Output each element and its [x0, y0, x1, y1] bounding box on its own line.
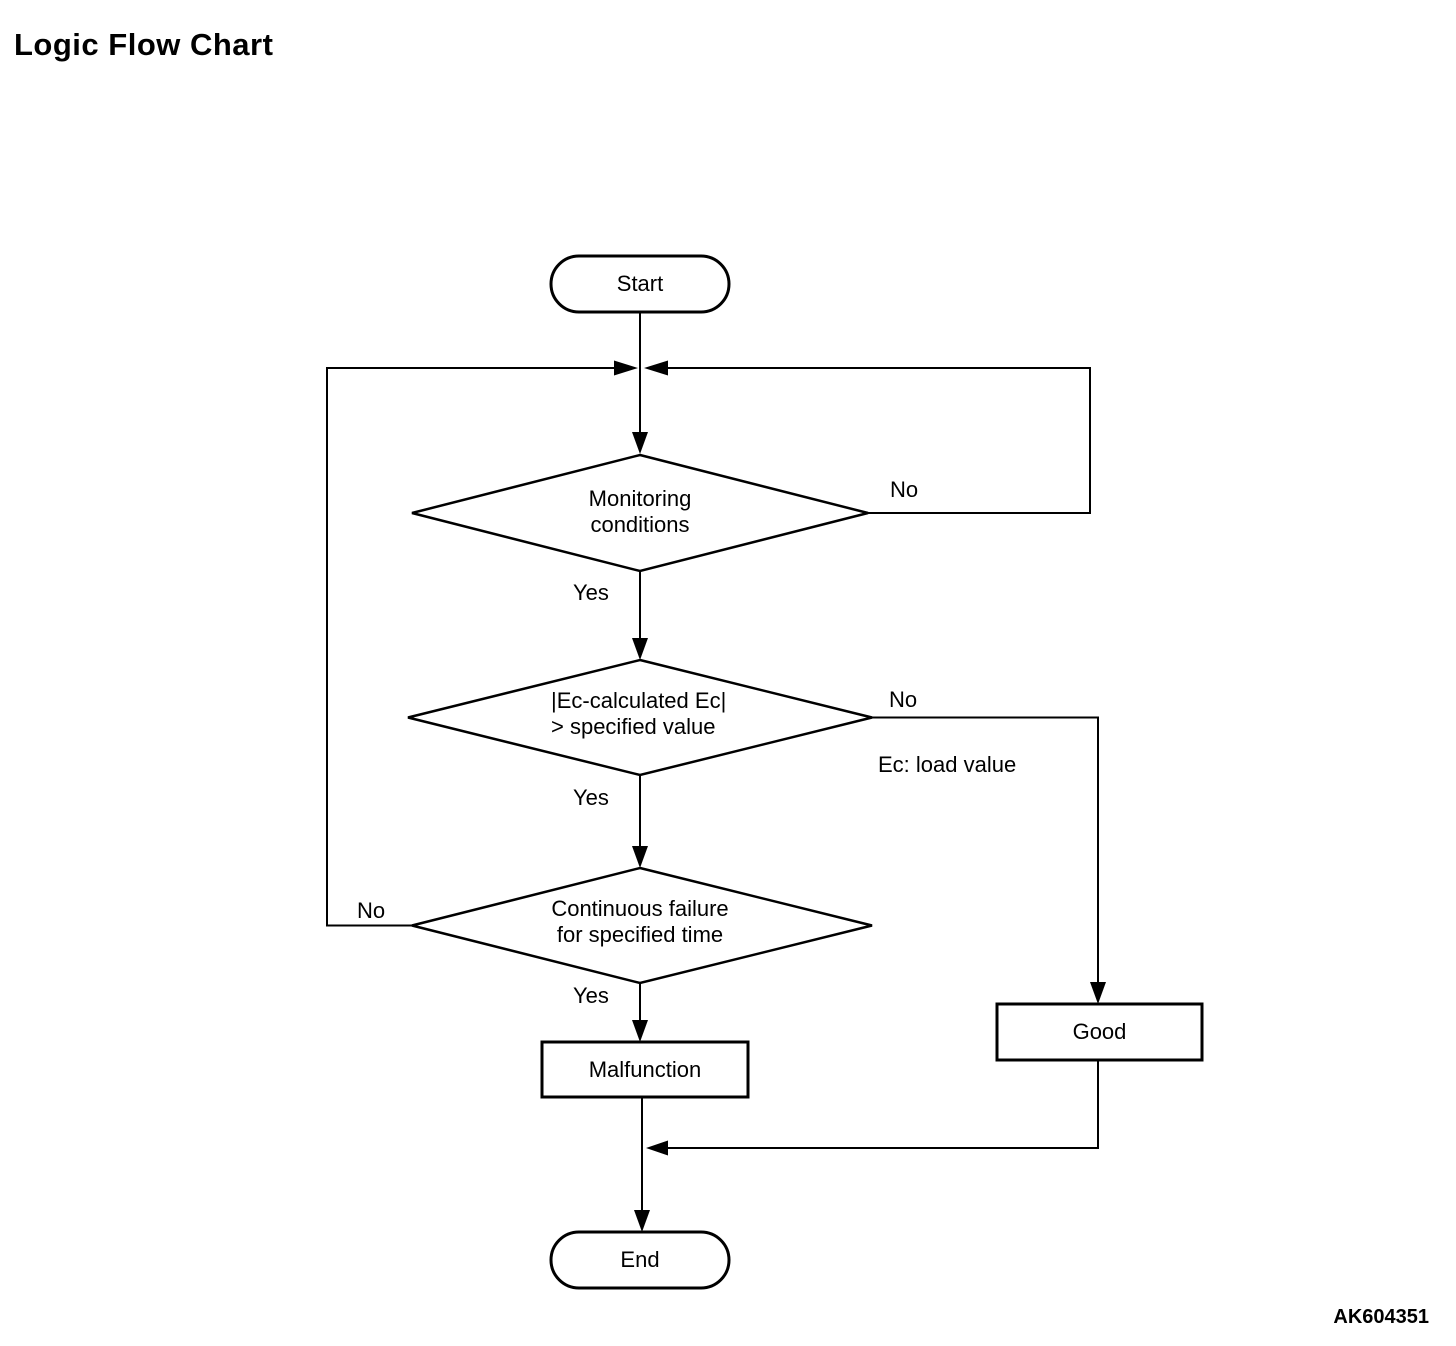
- good-label: Good: [1072, 1019, 1127, 1044]
- arrowhead-into-monitoring-icon: [632, 432, 648, 454]
- arrowhead-merge-before-end-icon: [646, 1140, 668, 1156]
- decision-ec-label: |Ec-calculated Ec| > specified value: [551, 688, 726, 740]
- arrowhead-into-malfunction-icon: [632, 1020, 648, 1042]
- decision-ec-diamond: [407, 658, 873, 777]
- page-title: Logic Flow Chart: [14, 26, 274, 62]
- figure-code: AK604351: [1333, 1306, 1429, 1328]
- failure-yes-label: Yes: [573, 983, 609, 1008]
- monitoring-yes-label: Yes: [573, 580, 609, 605]
- start-label: Start: [616, 271, 664, 296]
- failure-no-label: No: [357, 898, 386, 923]
- arrowhead-into-good-icon: [1090, 982, 1106, 1004]
- loop-rail-left-failure-no: [326, 367, 616, 927]
- decision-monitoring-label: Monitoring conditions: [440, 486, 840, 538]
- decision-ec-line2: > specified value: [551, 714, 716, 739]
- end-node: [549, 1230, 731, 1290]
- decision-failure-line2: for specified time: [556, 922, 724, 947]
- arrowhead-merge-left-icon: [614, 360, 638, 376]
- good-box: [995, 1002, 1204, 1062]
- ec-yes-label: Yes: [573, 785, 609, 810]
- loop-rail-right-monitoring-no: [666, 367, 1091, 514]
- arrowhead-into-ec-icon: [632, 638, 648, 660]
- end-label: End: [620, 1247, 660, 1272]
- connector-good-to-merge: [666, 1060, 1099, 1149]
- arrowhead-merge-right-icon: [644, 360, 668, 376]
- arrowhead-into-failure-icon: [632, 846, 648, 868]
- decision-failure-label: Continuous failure for specified time: [440, 896, 840, 948]
- malfunction-box: [540, 1040, 750, 1099]
- malfunction-label: Malfunction: [588, 1056, 702, 1082]
- ec-no-label: No: [889, 687, 918, 712]
- decision-failure-diamond: [411, 866, 873, 985]
- decision-failure-line1: Continuous failure: [551, 896, 729, 921]
- start-node: [549, 254, 731, 314]
- monitoring-no-label: No: [890, 477, 919, 502]
- connector-ec-no-to-good: [872, 716, 1099, 984]
- decision-monitoring-line1: Monitoring: [588, 486, 692, 511]
- ec-note-label: Ec: load value: [878, 752, 1017, 777]
- decision-monitoring-diamond: [411, 453, 869, 573]
- arrowhead-into-end-icon: [634, 1210, 650, 1232]
- decision-ec-line1: |Ec-calculated Ec|: [551, 688, 727, 713]
- decision-monitoring-line2: conditions: [590, 512, 690, 537]
